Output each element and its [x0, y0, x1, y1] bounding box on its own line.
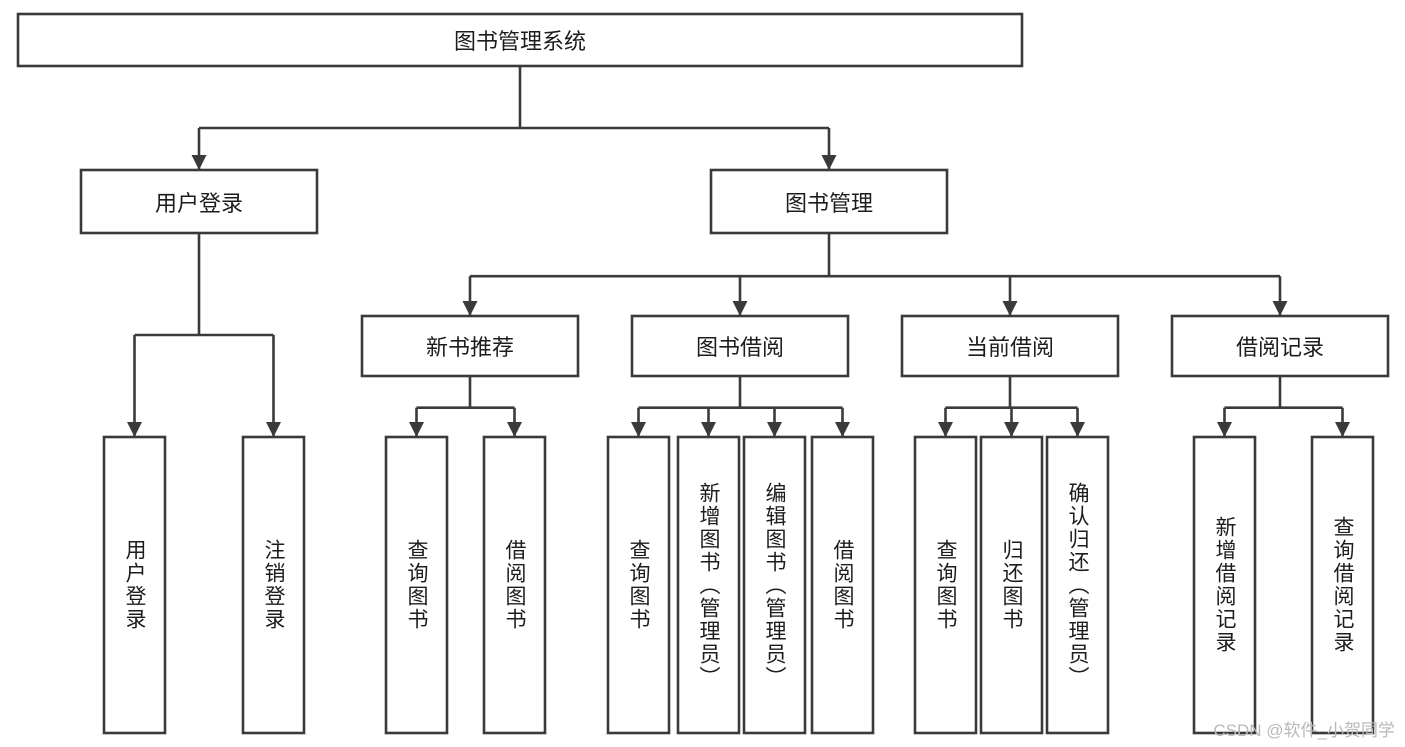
arrowhead-book-borrow-1: [701, 422, 716, 437]
node-box-leaf-return-book[interactable]: [979, 435, 1044, 735]
arrowhead-book-borrow-2: [767, 422, 782, 437]
node-box-leaf-query-book-3[interactable]: [913, 435, 978, 735]
arrowhead-book-manage-2: [1002, 301, 1018, 316]
node-box-leaf-query-book-2[interactable]: [606, 435, 671, 735]
arrowhead-current-borrow-0: [938, 422, 953, 437]
node-box-leaf-borrow-book-2[interactable]: [810, 435, 875, 735]
arrowhead-book-manage-3: [1272, 301, 1288, 316]
arrowhead-new-book-rec-1: [507, 422, 522, 437]
node-box-leaf-edit-book[interactable]: [742, 435, 807, 735]
node-box-leaf-query-book-1[interactable]: [384, 435, 449, 735]
node-box-leaf-query-record[interactable]: [1310, 435, 1375, 735]
arrowhead-current-borrow-2: [1070, 422, 1085, 437]
node-box-user-login[interactable]: [79, 168, 319, 235]
node-box-root[interactable]: [16, 12, 1024, 68]
arrowhead-book-borrow-0: [631, 422, 646, 437]
connector-layer: [127, 66, 1350, 437]
node-box-new-book-rec[interactable]: [360, 314, 580, 378]
arrowhead-root-0: [191, 155, 207, 170]
arrowhead-borrow-record-0: [1217, 422, 1232, 437]
node-box-leaf-user-login[interactable]: [102, 435, 167, 735]
arrowhead-user-login-0: [127, 422, 142, 437]
arrowhead-current-borrow-1: [1004, 422, 1019, 437]
node-box-leaf-borrow-book-1[interactable]: [482, 435, 547, 735]
arrowhead-book-manage-0: [462, 301, 478, 316]
arrowhead-root-1: [821, 155, 837, 170]
arrowhead-book-manage-1: [732, 301, 748, 316]
node-box-leaf-logout[interactable]: [241, 435, 306, 735]
arrowhead-book-borrow-3: [835, 422, 850, 437]
node-box-book-manage[interactable]: [709, 168, 949, 235]
arrowhead-new-book-rec-0: [409, 422, 424, 437]
node-box-leaf-add-book[interactable]: [676, 435, 741, 735]
node-box-borrow-record[interactable]: [1170, 314, 1390, 378]
node-box-current-borrow[interactable]: [900, 314, 1120, 378]
node-box-book-borrow[interactable]: [630, 314, 850, 378]
arrowhead-user-login-1: [266, 422, 281, 437]
arrowhead-borrow-record-1: [1335, 422, 1350, 437]
node-box-leaf-add-record[interactable]: [1192, 435, 1257, 735]
node-box-leaf-confirm-return[interactable]: [1045, 435, 1110, 735]
node-box-layer: [16, 12, 1390, 735]
